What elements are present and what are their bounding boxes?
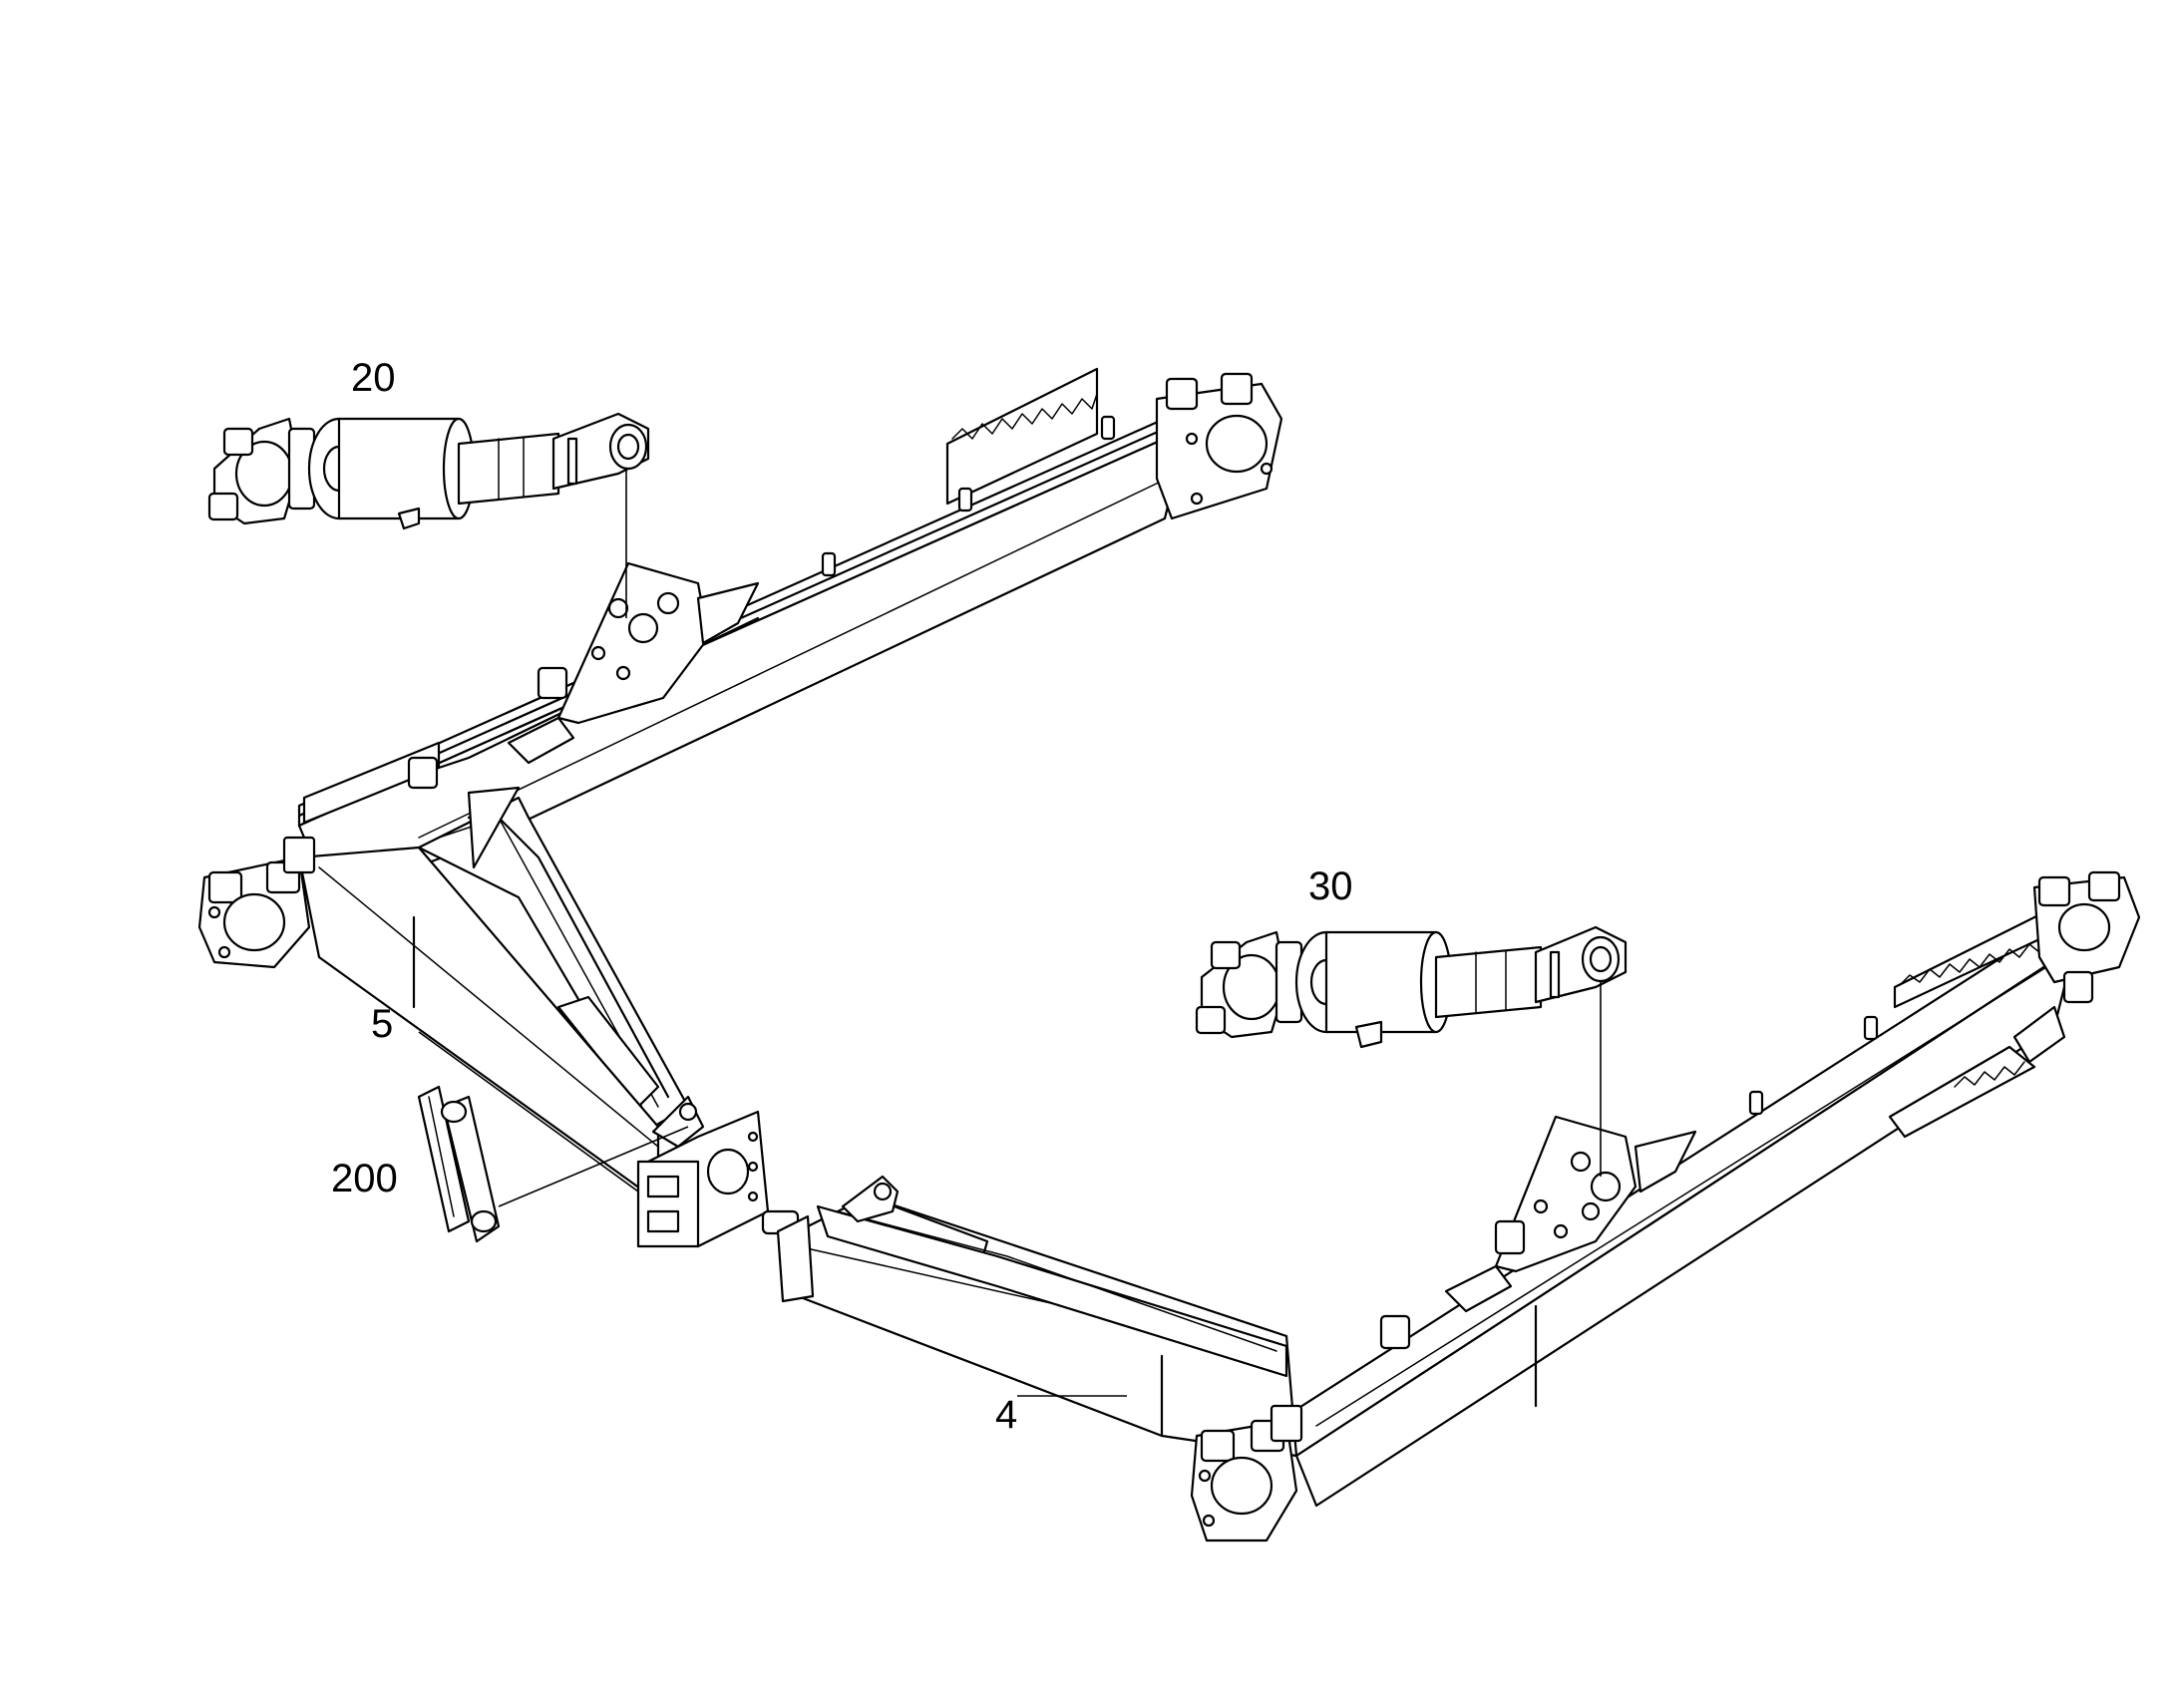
frame-part-4[interactable] bbox=[761, 870, 2141, 1542]
callout-30: 30 bbox=[1308, 864, 1353, 908]
leader-200 bbox=[498, 1126, 689, 1207]
cylinder-part-30[interactable] bbox=[1195, 925, 1628, 1049]
callout-labels: 20 30 5 200 4 bbox=[331, 356, 1353, 1437]
callout-200: 200 bbox=[331, 1157, 398, 1200]
leader-lines bbox=[418, 469, 1602, 1397]
callout-5: 5 bbox=[371, 1002, 393, 1046]
callout-20: 20 bbox=[351, 356, 396, 400]
link-part-200[interactable] bbox=[417, 1085, 501, 1243]
cylinder-part-20[interactable] bbox=[207, 412, 650, 530]
frame-part-5[interactable] bbox=[197, 367, 1283, 1248]
leader-5 bbox=[418, 1031, 639, 1193]
callout-4: 4 bbox=[995, 1393, 1017, 1437]
